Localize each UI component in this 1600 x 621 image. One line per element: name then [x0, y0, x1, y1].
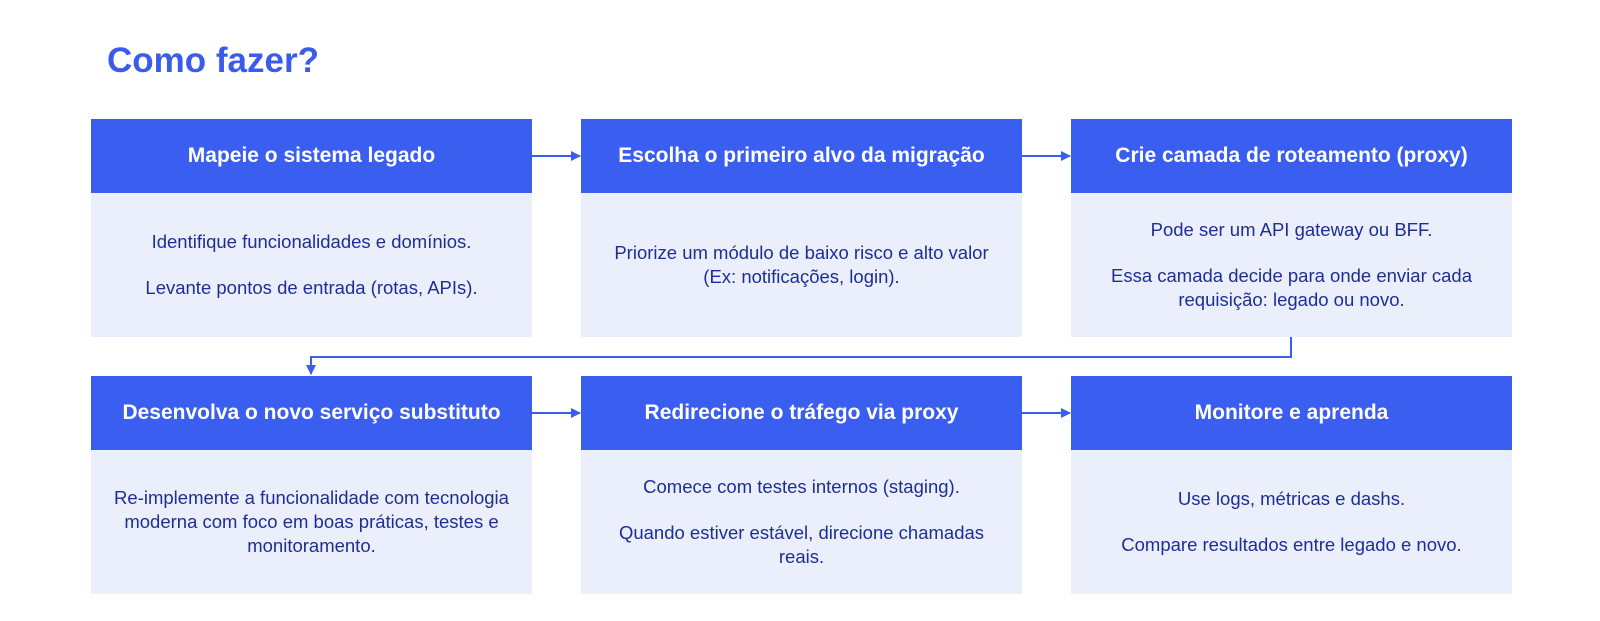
step-description: Priorize um módulo de baixo risco e alto… — [581, 193, 1022, 337]
step-title: Mapeie o sistema legado — [91, 119, 532, 193]
step-paragraph: Compare resultados entre legado e novo. — [1121, 534, 1462, 555]
step-paragraph: Use logs, métricas e dashs. — [1177, 488, 1406, 509]
step-description: Pode ser um API gateway ou BFF. Essa cam… — [1071, 193, 1512, 337]
step-title: Crie camada de roteamento (proxy) — [1071, 119, 1512, 193]
step-paragraph: Comece com testes internos (staging). — [643, 476, 960, 497]
step-redirect-traffic: Redirecione o tráfego via proxy Comece c… — [581, 376, 1022, 594]
step-description: Re-implemente a funcionalidade com tecno… — [91, 450, 532, 594]
step-create-routing-layer: Crie camada de roteamento (proxy) Pode s… — [1071, 119, 1512, 337]
step-develop-new-service: Desenvolva o novo serviço substituto Re-… — [91, 376, 532, 594]
step-paragraph: Re-implemente a funcionalidade com tecno… — [114, 487, 509, 556]
step-title: Redirecione o tráfego via proxy — [581, 376, 1022, 450]
step-description: Identifique funcionalidades e domínios. … — [91, 193, 532, 337]
step-paragraph: Priorize um módulo de baixo risco e alto… — [614, 242, 989, 287]
step-monitor-and-learn: Monitore e aprenda Use logs, métricas e … — [1071, 376, 1512, 594]
step-paragraph: Pode ser um API gateway ou BFF. — [1150, 219, 1433, 240]
arrow-step3-to-step4 — [306, 337, 1292, 375]
step-paragraph: Identifique funcionalidades e domínios. — [151, 231, 472, 252]
step-map-legacy-system: Mapeie o sistema legado Identifique func… — [91, 119, 532, 337]
step-title: Monitore e aprenda — [1071, 376, 1512, 450]
step-description: Comece com testes internos (staging). Qu… — [581, 450, 1022, 594]
step-description: Use logs, métricas e dashs. Compare resu… — [1071, 450, 1512, 594]
page-title: Como fazer? — [107, 41, 319, 80]
step-title: Escolha o primeiro alvo da migração — [581, 119, 1022, 193]
step-paragraph: Levante pontos de entrada (rotas, APIs). — [145, 277, 478, 298]
step-paragraph: Essa camada decide para onde enviar cada… — [1111, 265, 1472, 310]
step-choose-first-target: Escolha o primeiro alvo da migração Prio… — [581, 119, 1022, 337]
step-title: Desenvolva o novo serviço substituto — [91, 376, 532, 450]
step-paragraph: Quando estiver estável, direcione chamad… — [618, 522, 985, 567]
